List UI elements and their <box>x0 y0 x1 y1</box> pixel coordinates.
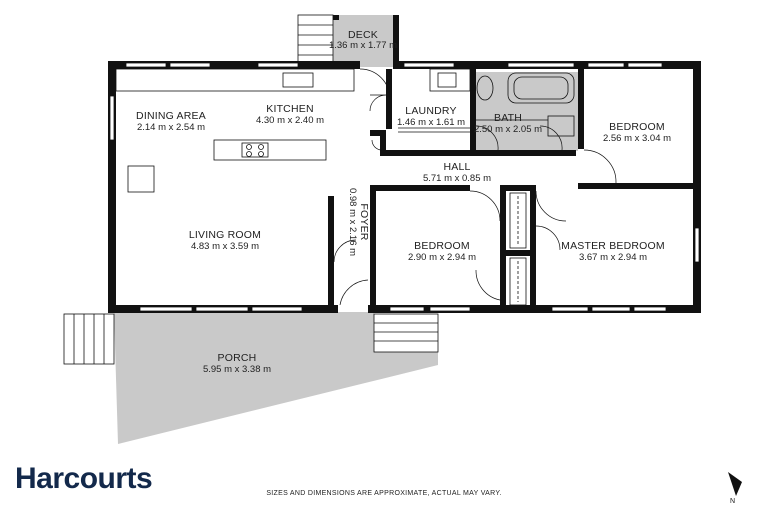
room-dims: 0.98 m x 2.16 m <box>347 188 358 256</box>
laundry-fixtures <box>398 68 471 133</box>
room-dims: 5.95 m x 3.38 m <box>203 364 271 375</box>
room-porch: PORCH 5.95 m x 3.38 m <box>203 352 271 375</box>
doors <box>333 68 617 306</box>
room-bath: BATH 2.50 m x 2.05 m <box>474 112 542 135</box>
disclaimer-text: SIZES AND DIMENSIONS ARE APPROXIMATE, AC… <box>266 490 502 497</box>
kitchen-counter <box>115 68 355 161</box>
room-name: LIVING ROOM <box>189 229 261 241</box>
room-name: HALL <box>443 161 470 173</box>
room-deck: DECK 1.36 m x 1.77 m <box>329 29 397 51</box>
room-dims: 5.71 m x 0.85 m <box>423 173 491 184</box>
room-bedroom-1: BEDROOM 2.56 m x 3.04 m <box>603 121 671 144</box>
room-kitchen: KITCHEN 4.30 m x 2.40 m <box>256 103 324 126</box>
room-dims: 4.83 m x 3.59 m <box>191 241 259 252</box>
room-dims: 4.30 m x 2.40 m <box>256 115 324 126</box>
porch-area <box>114 312 438 444</box>
room-name: DECK <box>348 29 378 41</box>
room-name: BATH <box>494 112 522 124</box>
room-name: LAUNDRY <box>405 105 456 117</box>
deck-steps <box>297 14 334 66</box>
deck-area <box>333 15 393 67</box>
room-name: PORCH <box>218 352 257 364</box>
room-bedroom-2: BEDROOM 2.90 m x 2.94 m <box>408 240 476 263</box>
room-dims: 1.46 m x 1.61 m <box>397 117 465 128</box>
room-dims: 2.90 m x 2.94 m <box>408 252 476 263</box>
room-name: DINING AREA <box>136 110 206 122</box>
porch-steps-right <box>373 313 439 353</box>
room-laundry: LAUNDRY 1.46 m x 1.61 m <box>397 105 465 128</box>
room-foyer: FOYER 0.98 m x 2.16 m <box>347 188 370 256</box>
room-master-bedroom: MASTER BEDROOM 3.67 m x 2.94 m <box>561 240 665 263</box>
bath-fixtures <box>476 72 575 137</box>
porch-steps-left <box>63 313 115 365</box>
room-dims: 3.67 m x 2.94 m <box>579 252 647 263</box>
fireplace-icon <box>127 165 155 193</box>
room-dims: 2.14 m x 2.54 m <box>137 122 205 133</box>
room-name: BEDROOM <box>609 121 665 133</box>
room-living: LIVING ROOM 4.83 m x 3.59 m <box>189 229 261 252</box>
room-dims: 1.36 m x 1.77 m <box>329 40 397 51</box>
room-name: KITCHEN <box>266 103 314 115</box>
room-dims: 2.56 m x 3.04 m <box>603 133 671 144</box>
north-arrow-icon: N <box>728 472 742 504</box>
windows <box>109 62 700 312</box>
room-name: MASTER BEDROOM <box>561 240 665 252</box>
wardrobe <box>509 192 527 306</box>
room-dims: 2.50 m x 2.05 m <box>474 124 542 135</box>
room-name: BEDROOM <box>414 240 470 252</box>
walls <box>108 15 701 313</box>
harcourts-logo: Harcourts <box>15 462 153 495</box>
bath-area <box>470 72 578 151</box>
room-hall: HALL 5.71 m x 0.85 m <box>423 161 491 184</box>
room-dining: DINING AREA 2.14 m x 2.54 m <box>136 110 206 133</box>
compass-label: N <box>730 498 735 504</box>
room-name: FOYER <box>358 203 370 240</box>
